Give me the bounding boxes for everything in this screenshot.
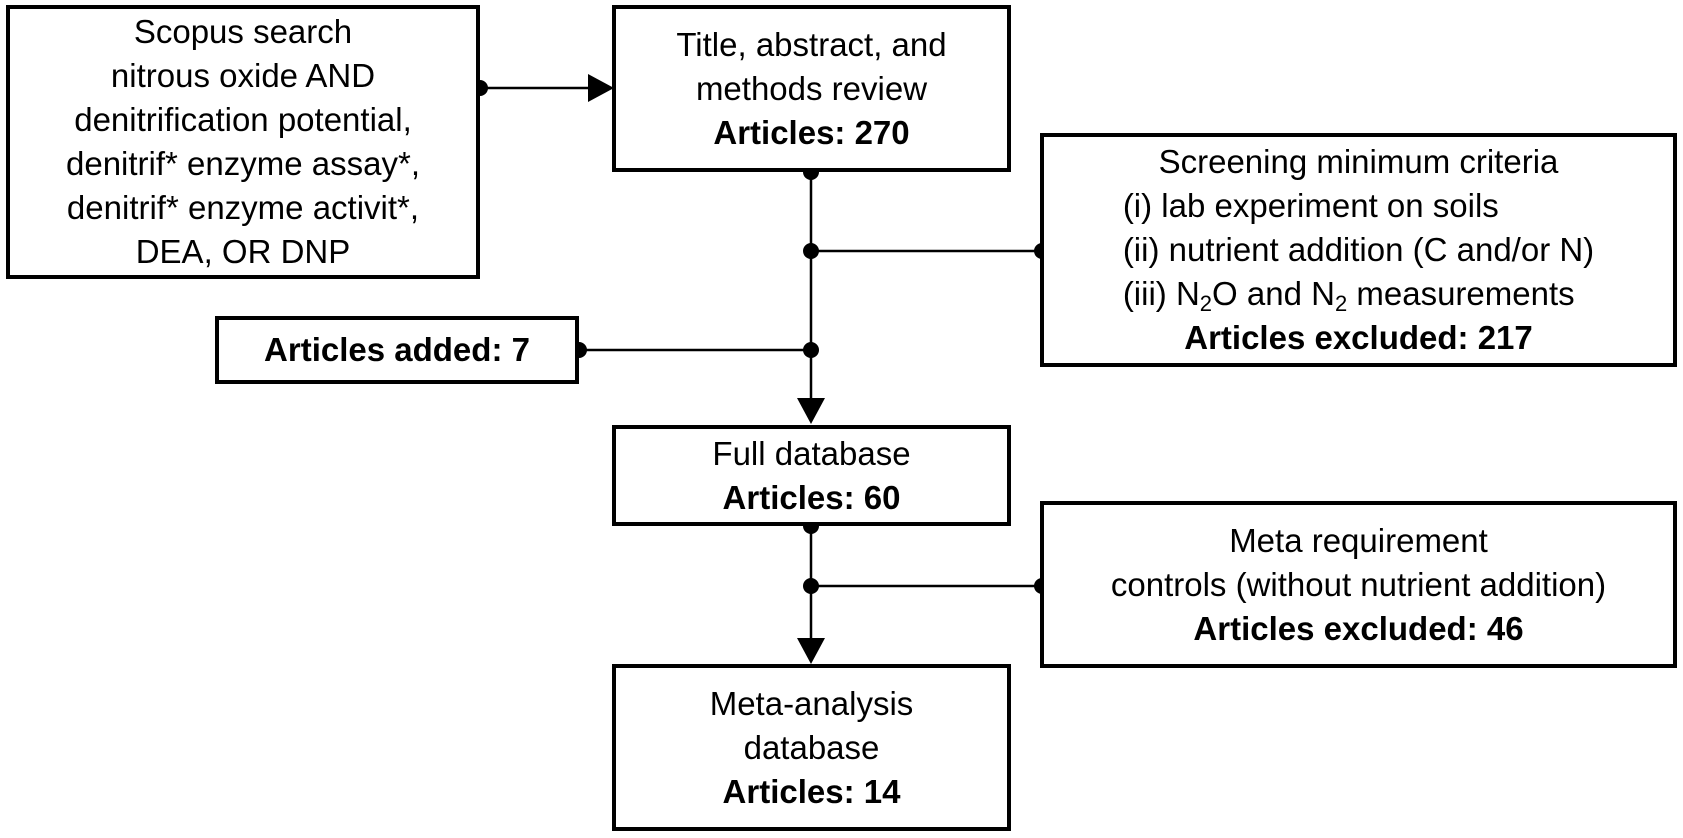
box-line: nitrous oxide AND <box>110 57 376 94</box>
added-count: Articles added: 7 <box>264 331 530 368</box>
full-database-box: Full database Articles: 60 <box>612 425 1011 526</box>
meta-requirement-box: Meta requirement controls (without nutri… <box>1040 501 1677 668</box>
criterion-text: measurements <box>1347 275 1575 312</box>
connector-dot <box>803 243 819 259</box>
meta-analysis-database-box: Meta-analysis database Articles: 14 <box>612 664 1011 831</box>
criterion: (ii) nutrient addition (C and/or N) <box>1122 231 1595 268</box>
scopus-search-box: Scopus search nitrous oxide AND denitrif… <box>6 5 480 279</box>
arrowhead-right <box>588 74 614 102</box>
criteria-list: (i) lab experiment on soils (ii) nutrien… <box>1123 184 1594 316</box>
criterion-text: O and N <box>1212 275 1335 312</box>
box-line: denitrif* enzyme assay*, <box>66 145 420 182</box>
box-line: denitrif* enzyme activit*, <box>66 189 420 226</box>
box-line: Scopus search <box>133 13 353 50</box>
article-count: Articles: 14 <box>722 772 901 810</box>
criterion-text: (iii) N <box>1122 275 1200 312</box>
criterion: (iii) N2O and N2 measurements <box>1123 272 1594 316</box>
article-count: Articles: 270 <box>713 113 910 151</box>
box-line: Meta requirement <box>1229 521 1488 559</box>
review-box: Title, abstract, and methods review Arti… <box>612 5 1011 172</box>
box-line: Meta-analysis <box>709 684 914 722</box>
excluded-count: Articles excluded: 46 <box>1193 609 1524 647</box>
box-line: denitrification potential, <box>74 101 412 138</box>
screening-criteria-box: Screening minimum criteria (i) lab exper… <box>1040 133 1677 367</box>
subscript: 2 <box>1334 291 1348 316</box>
articles-added-box: Articles added: 7 <box>215 316 579 384</box>
box-line: DEA, OR DNP <box>135 233 351 270</box>
box-title: Screening minimum criteria <box>1158 143 1559 180</box>
connector-dot <box>803 578 819 594</box>
box-title: Full database <box>712 434 911 472</box>
arrowhead-down <box>797 638 825 664</box>
box-line: Title, abstract, and <box>676 25 947 63</box>
subscript: 2 <box>1199 291 1213 316</box>
excluded-count: Articles excluded: 217 <box>1184 319 1533 356</box>
criterion: (i) lab experiment on soils <box>1122 187 1499 224</box>
connector-dot <box>803 342 819 358</box>
article-count: Articles: 60 <box>722 478 901 516</box>
box-line: database <box>743 728 880 766</box>
box-line: methods review <box>695 69 928 107</box>
box-line: controls (without nutrient addition) <box>1110 565 1607 603</box>
arrowhead-down <box>797 398 825 424</box>
